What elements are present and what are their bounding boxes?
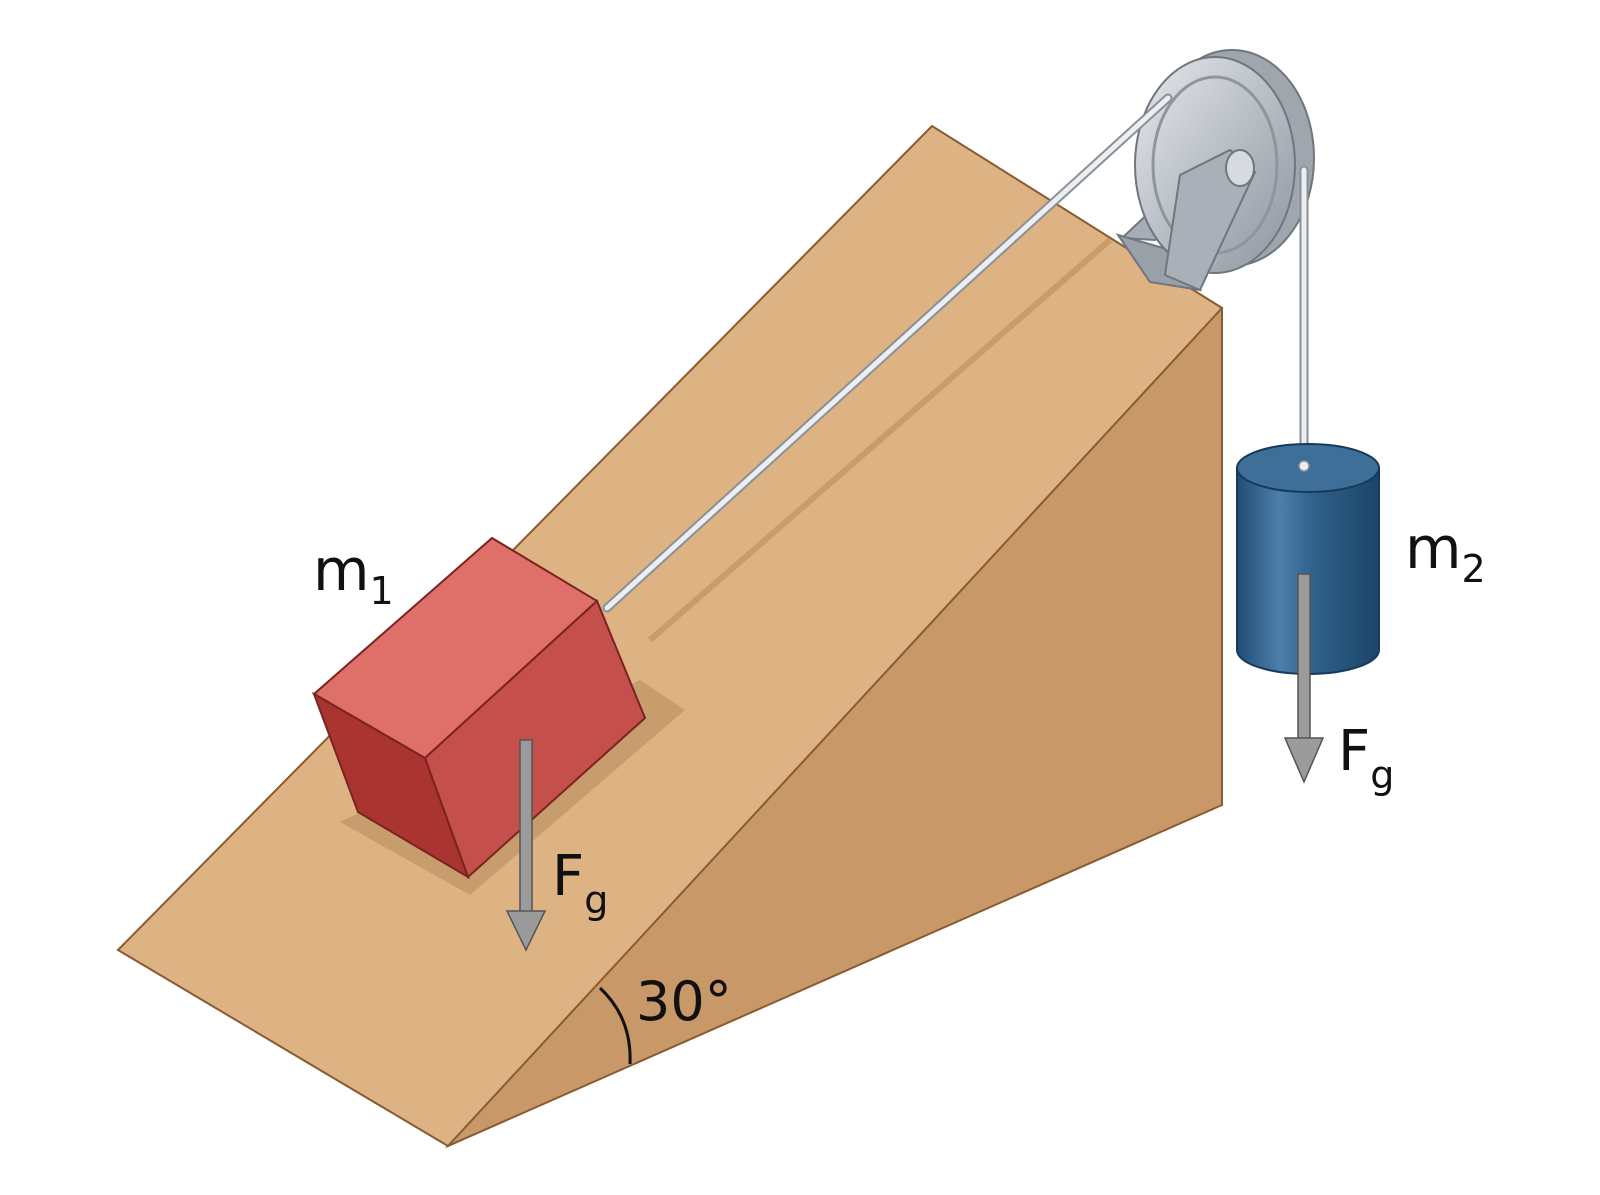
- label-force-m1-base: F: [552, 844, 584, 909]
- force-arrow-m1-head: [505, 910, 547, 952]
- block-m1: [312, 536, 685, 895]
- cylinder-m2-body: [1236, 467, 1380, 675]
- force-arrow-m2-head: [1283, 737, 1325, 784]
- label-m1-base: m: [313, 536, 370, 604]
- block-m1-side-face: [312, 691, 470, 880]
- label-m2: m2: [1405, 514, 1486, 591]
- label-m1-sub: 1: [370, 569, 394, 613]
- label-force-m2-base: F: [1338, 719, 1370, 784]
- incline-wedge: [116, 124, 1224, 1149]
- label-m2-base: m: [1405, 514, 1462, 582]
- force-arrow-m2-shaft: [1297, 573, 1311, 741]
- pulley-axle: [1225, 149, 1255, 187]
- label-m1: m1: [313, 536, 394, 613]
- rope-incline-highlight: [604, 95, 1171, 611]
- label-force-m1-sub: g: [584, 878, 608, 922]
- rope-attachment: [1298, 460, 1310, 472]
- label-force-m2-sub: g: [1370, 753, 1394, 797]
- force-arrow-m1: [505, 739, 547, 952]
- label-force-m1: Fg: [552, 844, 608, 922]
- force-arrow-m1-shaft: [519, 739, 533, 914]
- label-force-m2: Fg: [1338, 719, 1394, 797]
- cylinder-m2: [1236, 443, 1380, 675]
- force-arrow-m2: [1283, 573, 1325, 784]
- pulley-axle-arm: [1163, 148, 1257, 292]
- rope: [602, 93, 1309, 613]
- angle-arc: [598, 986, 632, 1065]
- label-m2-sub: 2: [1462, 547, 1486, 591]
- pulley: [1115, 49, 1315, 292]
- incline-groove: [648, 237, 1112, 643]
- label-angle: 30°: [636, 970, 732, 1033]
